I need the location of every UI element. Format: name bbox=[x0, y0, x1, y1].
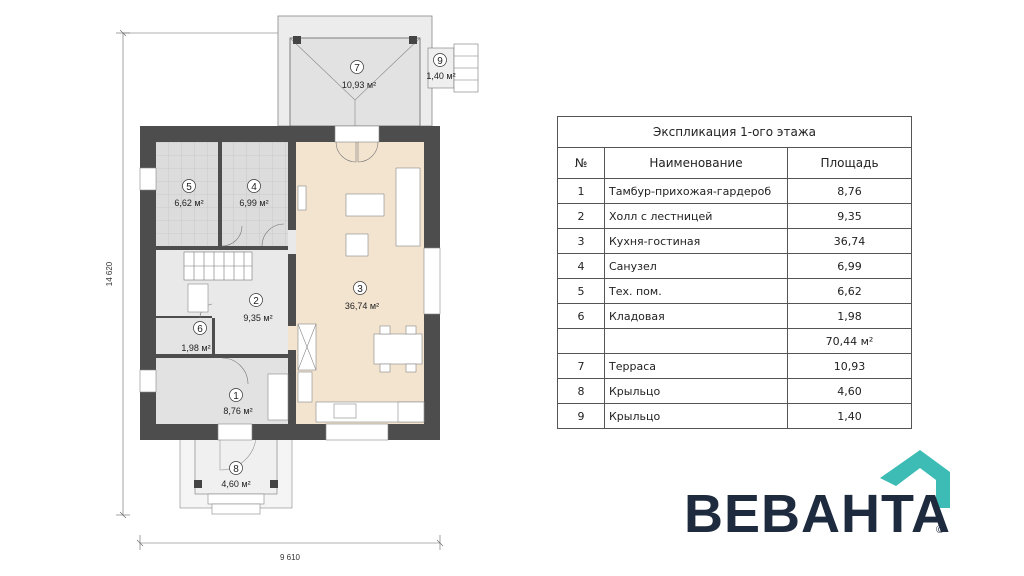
row-name: Холл с лестницей bbox=[604, 203, 788, 229]
table-row: 7 Терраса 10,93 bbox=[557, 353, 912, 379]
row-name: Тех. пом. bbox=[604, 278, 788, 304]
svg-text:6,62 м²: 6,62 м² bbox=[174, 198, 203, 208]
row-number: 7 bbox=[557, 353, 605, 379]
furniture bbox=[187, 167, 425, 423]
row-area: 10,93 bbox=[787, 353, 912, 379]
row-name: Крыльцо bbox=[604, 403, 788, 429]
room-1-floor bbox=[156, 358, 288, 424]
row-area: 1,40 bbox=[787, 403, 912, 429]
room-label-1: 1 8,76 м² bbox=[223, 388, 253, 416]
row-name: Кухня-гостиная bbox=[604, 228, 788, 254]
table-row: 8 Крыльцо 4,60 bbox=[557, 378, 912, 404]
row-number bbox=[557, 328, 605, 354]
row-number: 2 bbox=[557, 203, 605, 229]
svg-text:1: 1 bbox=[233, 391, 239, 402]
copyright-mark: © bbox=[936, 524, 945, 536]
table-row: 2 Холл с лестницей 9,35 bbox=[557, 203, 912, 229]
row-area: 9,35 bbox=[787, 203, 912, 229]
row-name: Кладовая bbox=[604, 303, 788, 329]
inner-walls bbox=[156, 142, 296, 424]
room-label-9: 9 1,40 м² bbox=[426, 53, 456, 81]
svg-text:4: 4 bbox=[251, 182, 257, 193]
svg-text:6,99 м²: 6,99 м² bbox=[239, 198, 268, 208]
table-total-row: 70,44 м² bbox=[557, 328, 912, 354]
table-row: 1 Тамбур-прихожая-гардероб 8,76 bbox=[557, 178, 912, 204]
row-area: 8,76 bbox=[787, 178, 912, 204]
row-area: 6,99 bbox=[787, 253, 912, 279]
svg-text:1,98 м²: 1,98 м² bbox=[181, 343, 210, 353]
table-row: 9 Крыльцо 1,40 bbox=[557, 403, 912, 429]
room-label-3: 3 36,74 м² bbox=[345, 281, 379, 311]
room-label-8: 8 4,60 м² bbox=[221, 461, 251, 489]
row-number: 1 bbox=[557, 178, 605, 204]
svg-text:6: 6 bbox=[197, 324, 203, 335]
height-dimension: 14 620 bbox=[105, 261, 114, 286]
svg-text:7: 7 bbox=[354, 63, 360, 74]
svg-text:36,74 м²: 36,74 м² bbox=[345, 301, 379, 311]
room-5-floor bbox=[156, 142, 218, 246]
row-name: Санузел bbox=[604, 253, 788, 279]
svg-text:9,35 м²: 9,35 м² bbox=[243, 313, 272, 323]
total-area: 70,44 м² bbox=[787, 328, 912, 354]
table-row: 6 Кладовая 1,98 bbox=[557, 303, 912, 329]
table-row: 3 Кухня-гостиная 36,74 bbox=[557, 228, 912, 254]
table-row: 5 Тех. пом. 6,62 bbox=[557, 278, 912, 304]
row-area: 1,98 bbox=[787, 303, 912, 329]
room-label-7: 7 10,93 м² bbox=[342, 60, 376, 90]
row-name: Крыльцо bbox=[604, 378, 788, 404]
room-label-5: 5 6,62 м² bbox=[174, 179, 204, 208]
row-number: 5 bbox=[557, 278, 605, 304]
row-name bbox=[604, 328, 788, 354]
brand-logo: BEBAHTA © bbox=[684, 448, 954, 548]
svg-text:2: 2 bbox=[253, 296, 259, 307]
width-dimension: 9 610 bbox=[280, 553, 301, 562]
brand-name: BEBAHTA bbox=[684, 484, 951, 544]
table-header-row: № Наименование Площадь bbox=[557, 147, 912, 179]
dimension-lines bbox=[116, 29, 444, 550]
room-label-2: 2 9,35 м² bbox=[243, 293, 273, 323]
row-area: 4,60 bbox=[787, 378, 912, 404]
staircase bbox=[183, 251, 253, 281]
svg-text:9: 9 bbox=[437, 56, 443, 67]
header-area: Площадь bbox=[787, 147, 912, 179]
floor-plan: 9 610 14 620 bbox=[105, 15, 479, 562]
header-name: Наименование bbox=[604, 147, 788, 179]
svg-text:1,40 м²: 1,40 м² bbox=[426, 71, 455, 81]
row-number: 4 bbox=[557, 253, 605, 279]
row-area: 6,62 bbox=[787, 278, 912, 304]
room-label-4: 4 6,99 м² bbox=[239, 179, 269, 208]
windows-doors bbox=[139, 125, 441, 441]
porch-8 bbox=[179, 437, 293, 515]
row-number: 8 bbox=[557, 378, 605, 404]
explication-table: Экспликация 1-ого этажа № Наименование П… bbox=[557, 116, 912, 429]
svg-text:8,76 м²: 8,76 м² bbox=[223, 406, 252, 416]
row-number: 9 bbox=[557, 403, 605, 429]
row-area: 36,74 bbox=[787, 228, 912, 254]
room-label-6: 6 1,98 м² bbox=[181, 321, 211, 353]
row-number: 6 bbox=[557, 303, 605, 329]
header-number: № bbox=[557, 147, 605, 179]
row-name: Терраса bbox=[604, 353, 788, 379]
house-roof-icon bbox=[880, 450, 950, 508]
table-title: Экспликация 1-ого этажа bbox=[557, 116, 912, 148]
svg-text:3: 3 bbox=[357, 284, 363, 295]
porch-steps-9 bbox=[427, 43, 479, 93]
svg-text:4,60 м²: 4,60 м² bbox=[221, 479, 250, 489]
table-row: 4 Санузел 6,99 bbox=[557, 253, 912, 279]
room-4-floor bbox=[222, 142, 288, 246]
row-number: 3 bbox=[557, 228, 605, 254]
svg-text:5: 5 bbox=[186, 182, 192, 193]
row-name: Тамбур-прихожая-гардероб bbox=[604, 178, 788, 204]
svg-text:10,93 м²: 10,93 м² bbox=[342, 80, 376, 90]
svg-text:8: 8 bbox=[233, 464, 239, 475]
